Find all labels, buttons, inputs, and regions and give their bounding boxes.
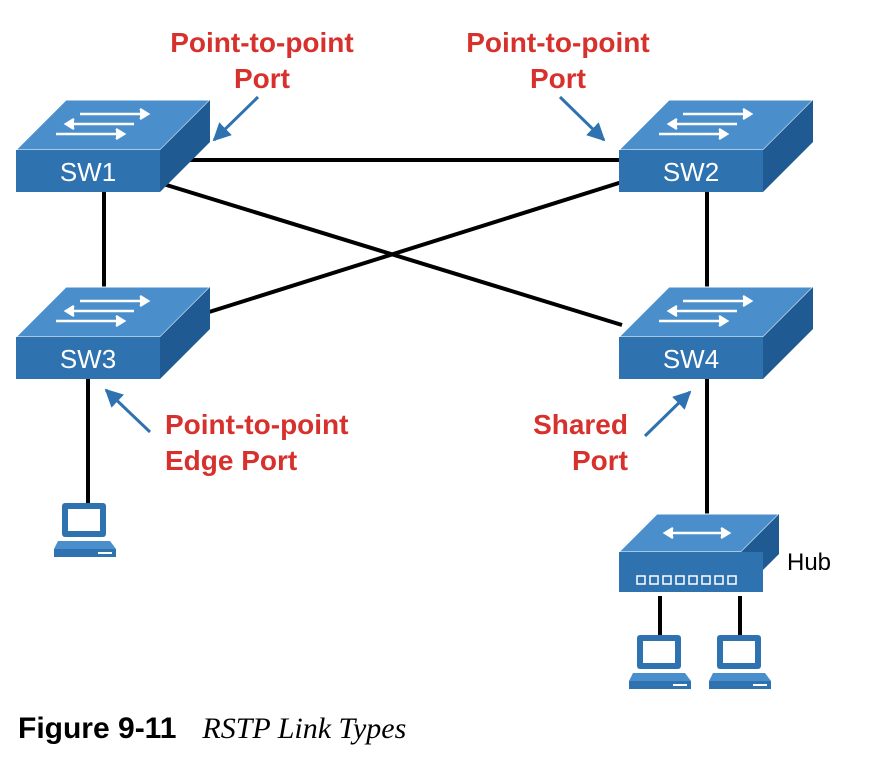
switch-sw2[interactable]: SW2: [617, 99, 815, 192]
switch-arrows-icon: [56, 294, 151, 328]
switch-sw4[interactable]: SW4: [617, 286, 815, 379]
pc-hub-2[interactable]: [709, 635, 771, 689]
arrow-sw3-edge: [104, 388, 152, 434]
annotation-line2: Port: [234, 63, 290, 94]
switch-sw1[interactable]: SW1: [14, 99, 212, 192]
annotation-sw4-shared: Shared Port: [533, 409, 628, 476]
hub[interactable]: [617, 513, 781, 592]
arrow-sw2-port: [558, 95, 606, 142]
annotation-sw2-port: Point-to-point Port: [466, 27, 649, 94]
arrow-sw4-shared: [643, 390, 692, 438]
annotation-sw3-edge: Point-to-point Edge Port: [165, 409, 348, 476]
annotation-line1: Point-to-point: [466, 27, 649, 58]
annotation-line2: Port: [572, 445, 628, 476]
switch-arrows-icon: [659, 294, 754, 328]
switch-label: SW3: [60, 344, 116, 374]
switch-sw3[interactable]: SW3: [14, 286, 212, 379]
hub-label: Hub: [787, 549, 831, 576]
annotation-arrows: [104, 95, 692, 438]
arrow-sw1-port: [212, 95, 260, 142]
switch-arrows-icon: [56, 107, 151, 141]
switch-label: SW1: [60, 157, 116, 187]
annotation-sw1-port: Point-to-point Port: [170, 27, 353, 94]
annotation-line1: Point-to-point: [170, 27, 353, 58]
annotation-line1: Point-to-point: [165, 409, 348, 440]
hub-arrow-icon: [662, 526, 732, 540]
annotation-line2: Port: [530, 63, 586, 94]
annotation-line2: Edge Port: [165, 445, 297, 476]
link-sw2-sw3: [189, 180, 623, 320]
pc-sw3[interactable]: [54, 503, 116, 557]
links: [86, 158, 742, 640]
annotation-line1: Shared: [533, 409, 628, 440]
hub-ports: [636, 575, 737, 585]
pc-hub-1[interactable]: [629, 635, 691, 689]
switch-label: SW2: [663, 157, 719, 187]
caption-title: RSTP Link Types: [202, 712, 407, 745]
switch-arrows-icon: [659, 107, 754, 141]
caption-number: Figure 9-11: [18, 712, 177, 745]
switch-label: SW4: [663, 344, 719, 374]
figure-caption: Figure 9-11 RSTP Link Types: [18, 712, 878, 762]
